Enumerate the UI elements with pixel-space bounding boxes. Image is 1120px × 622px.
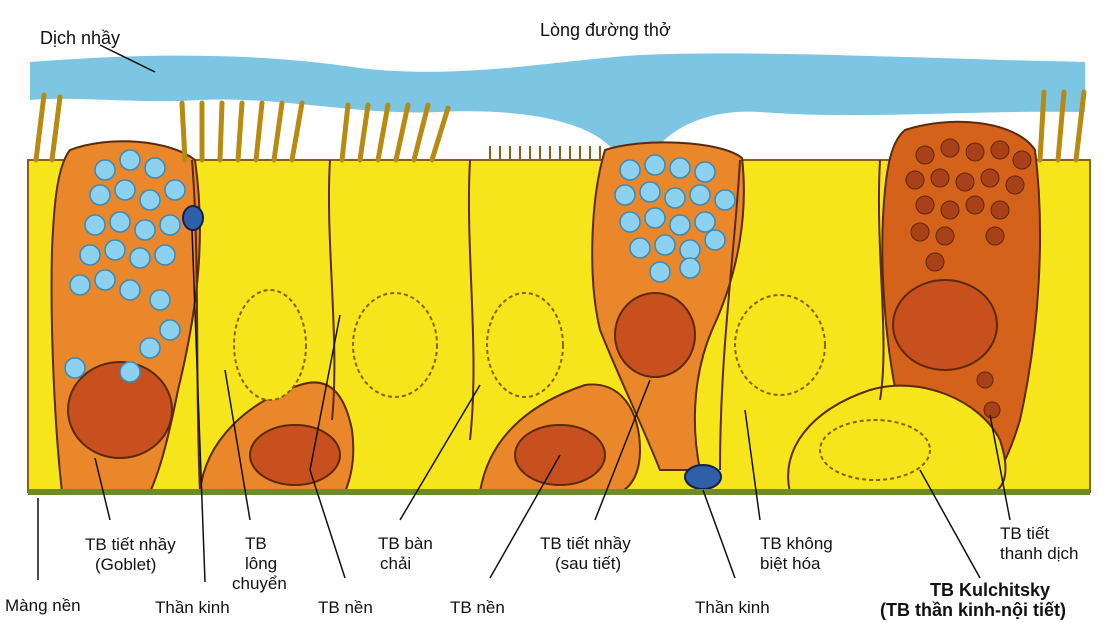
label-kulchitsky-line1: TB Kulchitsky — [930, 580, 1050, 600]
nucleus-goblet — [68, 362, 172, 458]
label-undiff-line2: biệt hóa — [760, 554, 821, 574]
label-ciliated-line3: chuyển — [232, 574, 287, 594]
label-basal-1: TB nền — [318, 598, 373, 618]
label-goblet-line2: (Goblet) — [95, 555, 156, 575]
label-kulchitsky-line2: (TB thần kinh-nội tiết) — [880, 600, 1066, 620]
label-nerve-1: Thần kinh — [155, 598, 230, 618]
label-lumen: Lòng đường thở — [540, 20, 671, 40]
nerve-ending-2 — [685, 465, 721, 489]
nucleus-serous — [893, 280, 997, 370]
label-post-goblet-line2: (sau tiết) — [555, 554, 621, 574]
label-goblet-line1: TB tiết nhầy — [85, 535, 176, 555]
nucleus-undiff — [735, 295, 825, 395]
label-mucus: Dịch nhầy — [40, 28, 120, 48]
label-basement-membrane: Màng nền — [5, 596, 81, 616]
nucleus-basal-1 — [250, 425, 340, 485]
label-brush-line2: chải — [380, 554, 411, 574]
nerve-ending-1 — [183, 206, 203, 230]
label-nerve-2: Thần kinh — [695, 598, 770, 618]
nucleus-post-goblet — [487, 293, 563, 397]
nucleus-ciliated — [234, 290, 306, 400]
label-post-goblet-line1: TB tiết nhầy — [540, 534, 631, 554]
nucleus-brush — [353, 293, 437, 397]
nucleus-kulchitsky — [820, 420, 930, 480]
label-basal-2: TB nền — [450, 598, 505, 618]
label-undiff-line1: TB không — [760, 534, 833, 554]
label-ciliated-line1: TB — [245, 534, 267, 554]
label-serous-line2: thanh dịch — [1000, 544, 1078, 564]
nucleus-post-goblet-2 — [615, 293, 695, 377]
label-brush-line1: TB bàn — [378, 534, 433, 554]
microvilli — [490, 146, 600, 160]
label-serous-line1: TB tiết — [1000, 524, 1049, 544]
label-ciliated-line2: lông — [245, 554, 277, 574]
